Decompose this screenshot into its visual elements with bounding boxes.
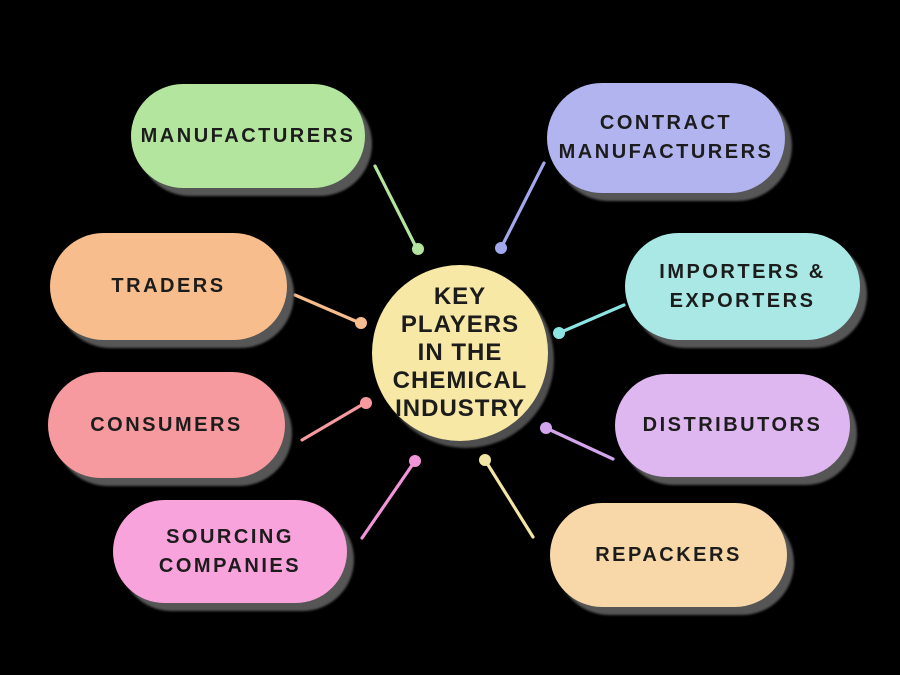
node-pill-distributors: DISTRIBUTORS — [615, 374, 850, 477]
center-title-line: IN THE — [417, 339, 503, 366]
node-pill-manufacturers: MANUFACTURERS — [131, 84, 365, 188]
center-title-line: CHEMICAL — [392, 367, 528, 394]
connector-line-contract-manufacturers — [499, 161, 546, 250]
center-circle: KEY PLAYERS IN THE CHEMICAL INDUSTRY — [372, 265, 548, 441]
node-label-distributors: DISTRIBUTORS — [642, 414, 823, 436]
connector-dot-sourcing-companies — [409, 455, 421, 467]
connector-dot-repackers — [479, 454, 491, 466]
node-label-repackers: REPACKERS — [595, 543, 742, 566]
node-label-traders: TRADERS — [111, 275, 226, 297]
connector-line-consumers — [300, 401, 367, 442]
connector-dot-traders — [355, 317, 367, 329]
node-pill-contract-manufacturers: CONTRACT MANUFACTURERS — [547, 83, 785, 193]
connector-dot-manufacturers — [412, 243, 424, 255]
center-title-line: INDUSTRY — [395, 395, 525, 422]
connector-line-distributors — [544, 426, 615, 461]
node-pill-importers-exporters: IMPORTERS & EXPORTERS — [625, 233, 860, 340]
center-title-line: KEY PLAYERS — [400, 283, 520, 338]
connector-dot-importers-exporters — [553, 327, 565, 339]
node-pill-traders: TRADERS — [50, 233, 287, 340]
connector-line-repackers — [483, 458, 535, 539]
node-pill-consumers: CONSUMERS — [48, 372, 285, 478]
connector-line-traders — [293, 293, 362, 325]
connector-line-manufacturers — [373, 164, 419, 251]
node-label-manufacturers: MANUFACTURERS — [140, 124, 356, 147]
connector-line-importers-exporters — [557, 303, 626, 335]
node-label-contract-manufacturers: CONTRACT MANUFACTURERS — [558, 112, 774, 163]
node-label-sourcing-companies: SOURCING COMPANIES — [158, 525, 302, 577]
connector-dot-consumers — [360, 397, 372, 409]
node-pill-sourcing-companies: SOURCING COMPANIES — [113, 500, 347, 603]
connector-dot-contract-manufacturers — [495, 242, 507, 254]
node-pill-repackers: REPACKERS — [550, 503, 787, 607]
node-label-consumers: CONSUMERS — [90, 413, 243, 436]
node-label-importers-exporters: IMPORTERS & EXPORTERS — [659, 260, 826, 312]
connector-dot-distributors — [540, 422, 552, 434]
connector-line-sourcing-companies — [360, 459, 417, 540]
